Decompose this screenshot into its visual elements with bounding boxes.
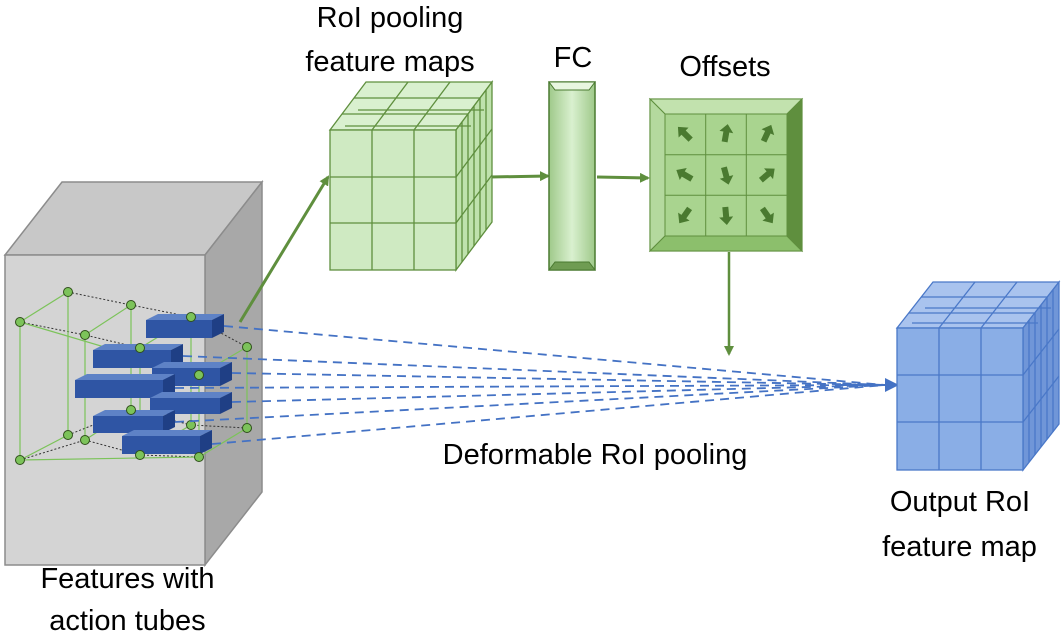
- offset-arrow-5: [719, 166, 734, 185]
- arrow-pooling-to-fc: [489, 171, 550, 182]
- offset-arrow-3: [760, 124, 775, 143]
- arrow-features-to-pooling: [238, 175, 330, 323]
- offset-arrow-8: [719, 206, 734, 225]
- output-roi-cube: [895, 280, 1061, 472]
- fc-label: FC: [553, 42, 593, 74]
- fc-layer: [548, 81, 596, 271]
- roi-pooling-label-line2: feature maps: [305, 46, 475, 78]
- deformable-pooling-lines: [174, 325, 886, 445]
- offset-arrow-2: [719, 124, 734, 143]
- features-label-line2: action tubes: [49, 605, 206, 637]
- tube-7: [122, 430, 212, 454]
- tube-1: [146, 314, 224, 338]
- offset-arrow-7: [678, 206, 693, 224]
- offset-arrow-1: [677, 126, 693, 142]
- roi-pooling-label-line1: RoI pooling: [316, 2, 464, 34]
- offset-arrow-4: [676, 167, 694, 182]
- output-label-line2: feature map: [882, 531, 1037, 563]
- output-label-line1: Output RoI: [889, 486, 1031, 518]
- arrow-fc-to-offsets: [596, 172, 650, 183]
- tube-5: [150, 392, 232, 414]
- roi-pooling-cube: [328, 80, 494, 272]
- deformable-pooling-label: Deformable RoI pooling: [442, 439, 748, 471]
- tube-4: [75, 374, 175, 398]
- offset-arrow-6: [758, 168, 775, 183]
- offsets-label: Offsets: [679, 51, 771, 83]
- features-label-line1: Features with: [40, 563, 215, 595]
- offsets-grid: [648, 97, 804, 253]
- offset-arrow-9: [759, 206, 774, 224]
- tube-vertices: [15, 287, 252, 465]
